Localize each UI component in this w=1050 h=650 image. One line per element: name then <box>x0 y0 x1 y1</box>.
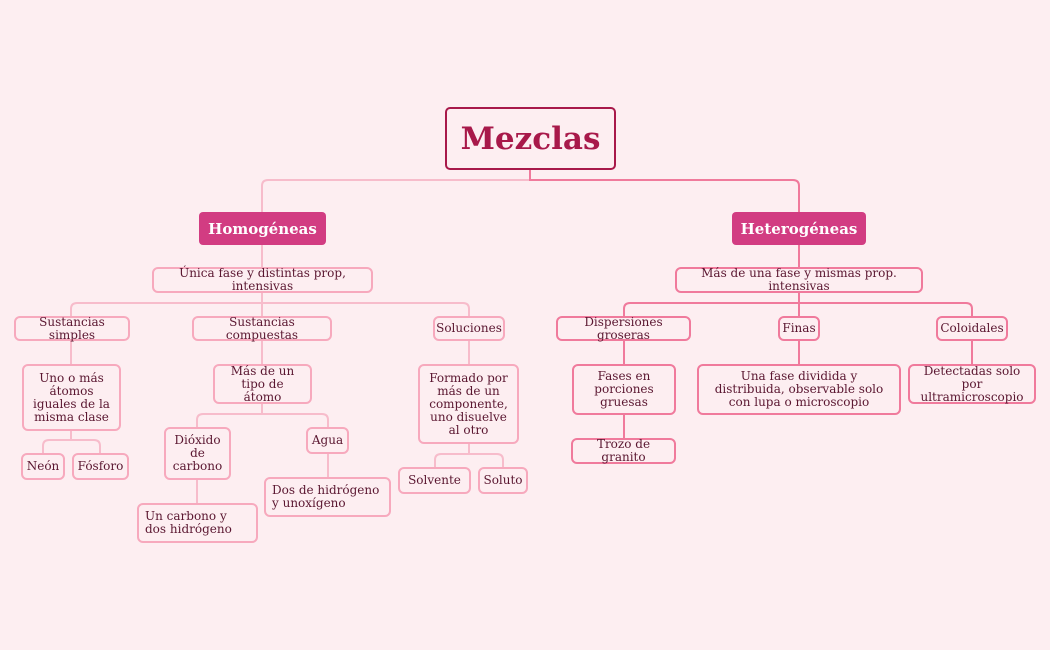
node-homogeneas-desc[interactable]: Única fase y distintas prop, intensivas <box>152 267 373 293</box>
node-solvente[interactable]: Solvente <box>398 467 471 494</box>
node-coloidales[interactable]: Coloidales <box>936 316 1008 341</box>
node-dioxido-desc[interactable]: Un carbono y dos hidrógeno <box>137 503 258 543</box>
node-compuestas-desc[interactable]: Más de un tipo de átomo <box>213 364 312 404</box>
node-coloidales-desc[interactable]: Detectadas solo por ultramicroscopio <box>908 364 1036 404</box>
node-trozo-granito[interactable]: Trozo de granito <box>571 438 676 464</box>
node-groseras-desc[interactable]: Fases en porciones gruesas <box>572 364 676 415</box>
node-dispersiones-groseras[interactable]: Dispersiones groseras <box>556 315 691 341</box>
root-node-mezclas[interactable]: Mezclas <box>445 107 616 170</box>
node-soluciones[interactable]: Soluciones <box>433 316 505 341</box>
node-finas[interactable]: Finas <box>778 316 820 341</box>
root-title: Mezclas <box>460 120 601 157</box>
node-agua-desc[interactable]: Dos de hidrógeno y unoxígeno <box>264 477 391 517</box>
node-heterogeneas-desc[interactable]: Más de una fase y mismas prop. intensiva… <box>675 267 923 293</box>
category-homogeneas-label: Homogéneas <box>208 219 317 238</box>
node-fosforo[interactable]: Fósforo <box>72 453 129 480</box>
node-neon[interactable]: Neón <box>21 453 65 480</box>
node-sustancias-compuestas[interactable]: Sustancias compuestas <box>192 315 332 341</box>
node-soluto[interactable]: Soluto <box>478 467 528 494</box>
node-sustancias-simples[interactable]: Sustancias simples <box>14 315 130 341</box>
node-finas-desc[interactable]: Una fase dividida y distribuida, observa… <box>697 364 901 415</box>
node-dioxido-carbono[interactable]: Dióxido de carbono <box>164 427 231 480</box>
category-heterogeneas[interactable]: Heterogéneas <box>732 212 866 245</box>
category-heterogeneas-label: Heterogéneas <box>740 219 858 238</box>
node-agua[interactable]: Agua <box>306 427 349 454</box>
category-homogeneas[interactable]: Homogéneas <box>199 212 326 245</box>
node-simples-desc[interactable]: Uno o más átomos iguales de la misma cla… <box>22 364 121 431</box>
node-soluciones-desc[interactable]: Formado por más de un componente, uno di… <box>418 364 519 444</box>
